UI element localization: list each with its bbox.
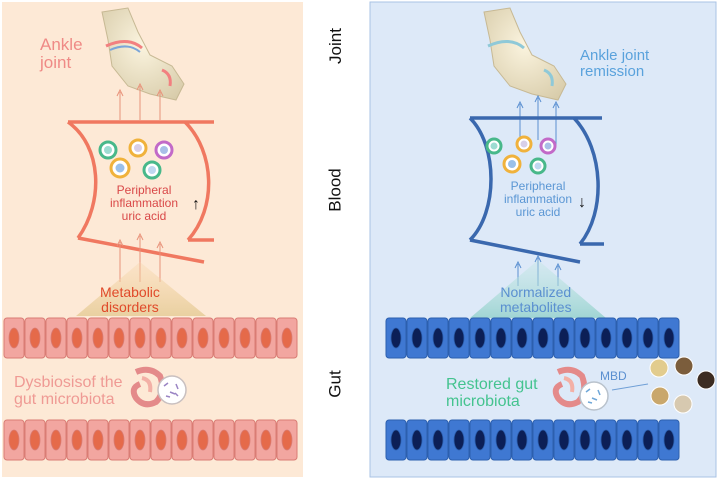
cell-nucleus: [411, 327, 423, 349]
left-joint-arrows: [116, 82, 164, 120]
cell-nucleus: [642, 327, 654, 349]
cell-nucleus: [474, 429, 486, 451]
right-microbiota-icon: [579, 381, 609, 411]
cell-nucleus: [453, 327, 465, 349]
mbd-connector-line: [611, 383, 649, 391]
cell-nucleus: [474, 327, 486, 349]
right-intestine-icon: [552, 366, 588, 408]
cell-nucleus: [281, 327, 293, 349]
left-trend-arrow: ↑: [192, 196, 200, 213]
cell-nucleus: [495, 327, 507, 349]
right-metabolic-triangle: [470, 260, 606, 318]
right-ankle-bone: [483, 7, 567, 101]
cell-nucleus: [71, 429, 83, 451]
left-blood-label: Peripheral inflammation uric acid: [110, 183, 179, 223]
cell-nucleus: [537, 327, 549, 349]
cell-nucleus: [663, 429, 675, 451]
cell-nucleus: [29, 429, 41, 451]
cell-nucleus: [113, 327, 125, 349]
row-label-blood: Blood: [325, 168, 345, 212]
cell-nucleus: [218, 429, 230, 451]
cell-nucleus: [92, 429, 104, 451]
cell-nucleus: [92, 327, 104, 349]
right-metabolic-label: Normalized metabolites: [500, 284, 572, 316]
cell-nucleus: [579, 327, 591, 349]
left-microbiota-icon: [157, 375, 187, 405]
cell-nucleus: [390, 429, 402, 451]
cell-nucleus: [155, 327, 167, 349]
cell-nucleus: [260, 327, 272, 349]
cell-nucleus: [281, 429, 293, 451]
cell-nucleus: [134, 429, 146, 451]
left-gut-label: Dysbiosisof the gut microbiota: [14, 374, 123, 409]
cell-nucleus: [176, 327, 188, 349]
cell-nucleus: [495, 429, 507, 451]
cell-nucleus: [197, 429, 209, 451]
cell-nucleus: [516, 429, 528, 451]
cell-nucleus: [71, 327, 83, 349]
cell-nucleus: [432, 327, 444, 349]
cell-nucleus: [390, 327, 402, 349]
right-epithelium-top: [385, 317, 680, 359]
cell-nucleus: [8, 429, 20, 451]
cell-nucleus: [558, 429, 570, 451]
cell-nucleus: [239, 429, 251, 451]
cell-nucleus: [453, 429, 465, 451]
cell-nucleus: [113, 429, 125, 451]
left-intestine-icon: [130, 366, 166, 408]
cell-nucleus: [260, 429, 272, 451]
left-joint-label: Ankle joint: [40, 35, 83, 73]
left-epithelium-top: [3, 317, 298, 359]
left-metabolic-label: Metabolic disorders: [100, 284, 160, 316]
mbd-label: MBD: [600, 369, 627, 383]
right-trend-arrow: ↓: [578, 194, 586, 211]
cell-nucleus: [663, 327, 675, 349]
herbal-ingredients-icon: [649, 356, 716, 414]
cell-nucleus: [176, 429, 188, 451]
right-blood-label: Peripheral inflammation uric acid: [504, 179, 573, 219]
left-metabolic-triangle: [76, 262, 206, 316]
cell-nucleus: [411, 429, 423, 451]
left-immune-cells: [98, 138, 174, 180]
cell-nucleus: [432, 429, 444, 451]
cell-nucleus: [50, 429, 62, 451]
cell-nucleus: [516, 327, 528, 349]
cell-nucleus: [134, 327, 146, 349]
cell-nucleus: [579, 429, 591, 451]
cell-nucleus: [537, 429, 549, 451]
right-gut-label: Restored gut microbiota: [446, 376, 538, 411]
cell-nucleus: [600, 327, 612, 349]
right-immune-cells: [485, 135, 557, 175]
cell-nucleus: [29, 327, 41, 349]
cell-nucleus: [600, 429, 612, 451]
row-label-gut: Gut: [325, 370, 345, 398]
cell-nucleus: [621, 327, 633, 349]
cell-nucleus: [50, 327, 62, 349]
cell-nucleus: [8, 327, 20, 349]
cell-nucleus: [642, 429, 654, 451]
row-label-joint: Joint: [325, 28, 345, 64]
cell-nucleus: [558, 327, 570, 349]
right-blood-vessel: [468, 116, 604, 264]
left-ankle-bone: [101, 7, 185, 101]
left-epithelium-bottom: [3, 419, 298, 461]
cell-nucleus: [155, 429, 167, 451]
right-joint-label: Ankle joint remission: [580, 47, 650, 81]
left-blood-vessel: [66, 120, 214, 264]
cell-nucleus: [621, 429, 633, 451]
right-epithelium-bottom: [385, 419, 680, 461]
cell-nucleus: [218, 327, 230, 349]
cell-nucleus: [239, 327, 251, 349]
cell-nucleus: [197, 327, 209, 349]
